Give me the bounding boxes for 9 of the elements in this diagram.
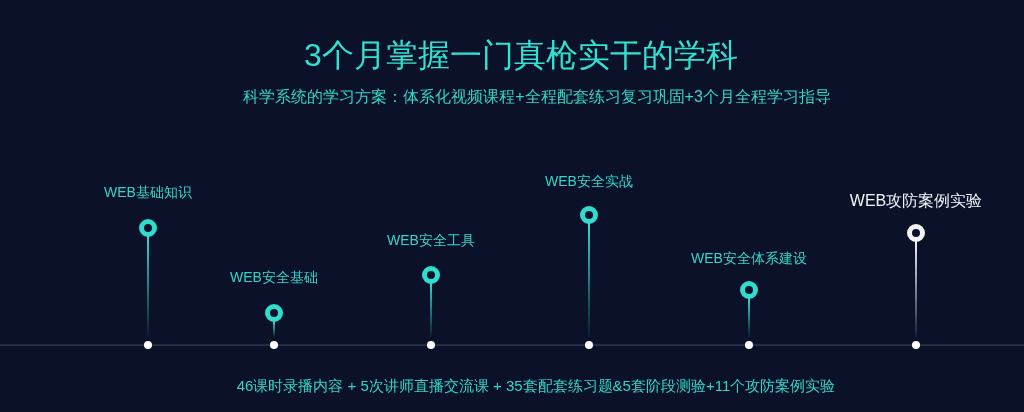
title: 3个月掌握一门真枪实干的学科 (304, 36, 738, 74)
milestone-label: WEB攻防案例实验 (849, 191, 983, 211)
milestone-label: WEB安全基础 (230, 268, 318, 286)
milestone-label: WEB安全实战 (545, 172, 633, 190)
milestone-label: WEB安全体系建设 (691, 249, 807, 267)
summary-text: 46课时录播内容 + 5次讲师直播交流课 + 35套配套练习题&5套阶段测验+11个攻防案例实验 (236, 377, 836, 395)
milestone-label: WEB安全工具 (387, 231, 475, 249)
milestone-label: WEB基础知识 (104, 183, 192, 201)
subtitle: 科学系统的学习方案：体系化视频课程+全程配套练习复习巩固+3个月全程学习指导 (243, 87, 831, 107)
